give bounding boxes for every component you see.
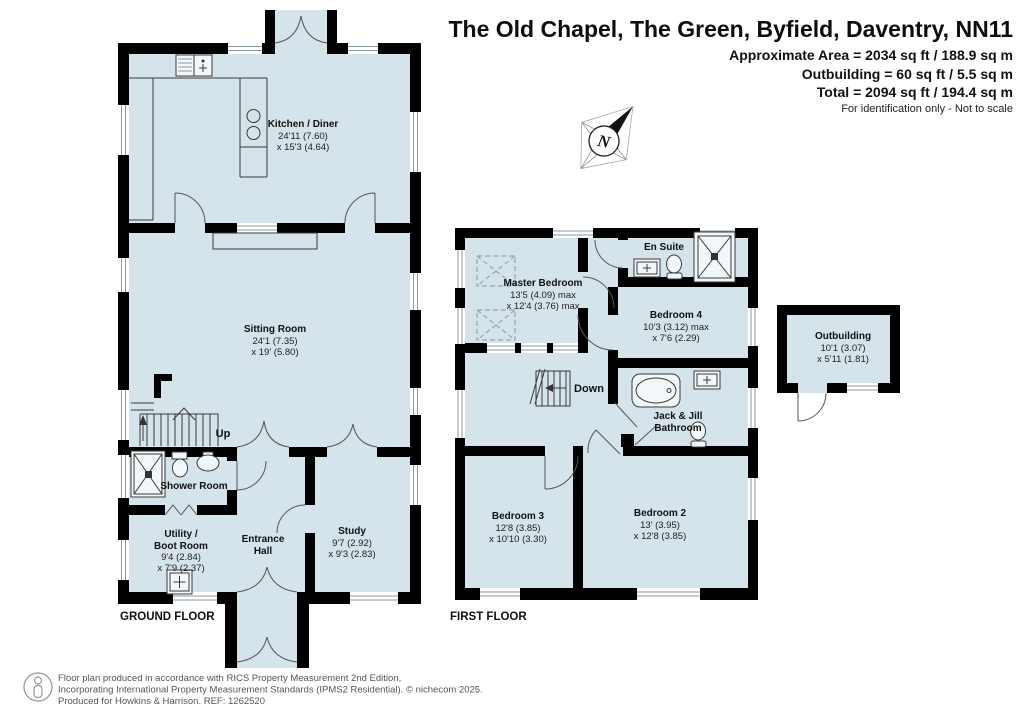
bath-icon xyxy=(631,373,681,408)
skylight-icons xyxy=(476,255,516,341)
svg-text:x 7'6 (2.29): x 7'6 (2.29) xyxy=(652,333,699,344)
utility-label: Utility / xyxy=(164,529,198,540)
svg-text:x 19' (5.80): x 19' (5.80) xyxy=(251,347,298,358)
first-doors xyxy=(544,239,658,490)
svg-text:x 12'4 (3.76) max: x 12'4 (3.76) max xyxy=(506,301,579,312)
total-area-text: Total = 2094 sq ft / 194.4 sq m xyxy=(817,84,1013,100)
kitchen-counter xyxy=(129,54,268,221)
svg-text:Bathroom: Bathroom xyxy=(654,423,701,434)
jack-and-jill-label: Jack & Jill xyxy=(654,411,703,422)
ground-floor-label: GROUND FLOOR xyxy=(120,611,215,623)
ground-doors xyxy=(164,15,378,663)
disclaimer-text: For identification only - Not to scale xyxy=(841,103,1013,115)
svg-text:24'11 (7.60): 24'11 (7.60) xyxy=(278,131,328,142)
compass-north-label: N xyxy=(595,131,613,152)
person-icon xyxy=(23,672,53,702)
bedroom2-label: Bedroom 2 xyxy=(634,508,687,519)
svg-text:12'8 (3.85): 12'8 (3.85) xyxy=(495,523,540,534)
footer-line3: Produced for Howkins & Harrison. REF: 12… xyxy=(58,696,265,707)
svg-text:13' (3.95): 13' (3.95) xyxy=(640,520,680,531)
porch xyxy=(225,592,309,668)
ground-windows xyxy=(118,43,421,604)
svg-text:9'7 (2.92): 9'7 (2.92) xyxy=(332,538,372,549)
kitchen-label: Kitchen / Diner xyxy=(268,119,339,130)
shower-room-label: Shower Room xyxy=(160,481,227,492)
entrance-hall-label: Entrance xyxy=(242,534,285,545)
footer-line1: Floor plan produced in accordance with R… xyxy=(58,673,401,684)
first-floor-plan: Down Master Bedroom 13'5 (4.09) max x 12… xyxy=(450,228,758,623)
ensuite-label: En Suite xyxy=(644,242,684,253)
page-title: The Old Chapel, The Green, Byfield, Dave… xyxy=(449,16,1014,42)
header: The Old Chapel, The Green, Byfield, Dave… xyxy=(449,16,1014,115)
first-room-labels: Master Bedroom 13'5 (4.09) max x 12'4 (3… xyxy=(489,242,709,545)
svg-text:Hall: Hall xyxy=(254,546,273,557)
svg-text:24'1 (7.35): 24'1 (7.35) xyxy=(252,336,297,347)
shower-room-fixtures xyxy=(130,450,220,498)
outbuilding-door xyxy=(797,392,827,422)
kitchen-sink-icon xyxy=(175,54,195,77)
study-label: Study xyxy=(338,526,366,537)
ensuite-fixtures xyxy=(633,231,736,283)
svg-text:x 12'8 (3.85): x 12'8 (3.85) xyxy=(634,531,687,542)
ground-room-labels: Kitchen / Diner 24'11 (7.60) x 15'3 (4.6… xyxy=(154,119,376,574)
svg-text:x 9'3 (2.83): x 9'3 (2.83) xyxy=(328,549,375,560)
svg-text:10'1 (3.07): 10'1 (3.07) xyxy=(820,343,865,354)
toilet-icon xyxy=(666,254,682,274)
hob-icon xyxy=(246,109,261,123)
svg-text:9'4 (2.84): 9'4 (2.84) xyxy=(161,552,201,563)
svg-text:x 15'3 (4.64): x 15'3 (4.64) xyxy=(277,142,330,153)
bathroom-fixtures xyxy=(631,370,721,448)
outbuilding-plan: Outbuilding 10'1 (3.07) x 5'11 (1.81) xyxy=(777,305,900,422)
toilet-icon xyxy=(690,421,706,441)
svg-text:10'3 (3.12) max: 10'3 (3.12) max xyxy=(643,322,709,333)
bedroom4-label: Bedroom 4 xyxy=(650,310,703,321)
stairs-up-label: Up xyxy=(216,428,231,440)
bedroom3-label: Bedroom 3 xyxy=(492,511,545,522)
master-bedroom-label: Master Bedroom xyxy=(504,278,583,289)
outbuilding-label: Outbuilding xyxy=(815,331,871,342)
outbuilding-area-text: Outbuilding = 60 sq ft / 5.5 sq m xyxy=(802,66,1013,82)
svg-text:13'5 (4.09) max: 13'5 (4.09) max xyxy=(510,290,576,301)
svg-text:x 5'11 (1.81): x 5'11 (1.81) xyxy=(817,354,869,365)
fireplace xyxy=(212,232,318,250)
compass-icon: N xyxy=(580,105,634,170)
utility-appliance-icon xyxy=(166,569,193,595)
svg-text:Boot Room: Boot Room xyxy=(154,541,208,552)
ground-floor-plan: Up xyxy=(118,10,421,668)
toilet-icon xyxy=(171,451,188,460)
footer-line2: Incorporating International Property Mea… xyxy=(58,685,483,696)
first-floor-label: FIRST FLOOR xyxy=(450,611,527,623)
svg-text:x 10'10 (3.30): x 10'10 (3.30) xyxy=(489,534,547,545)
svg-text:x 7'9 (2.37): x 7'9 (2.37) xyxy=(157,563,204,574)
approximate-area-text: Approximate Area = 2034 sq ft / 188.9 sq… xyxy=(729,47,1013,63)
stairs-up: Up xyxy=(131,402,231,446)
stairs-down: Down xyxy=(529,368,604,407)
stairs-down-label: Down xyxy=(574,383,604,395)
sitting-room-label: Sitting Room xyxy=(244,324,306,335)
footer: Floor plan produced in accordance with R… xyxy=(23,672,483,707)
